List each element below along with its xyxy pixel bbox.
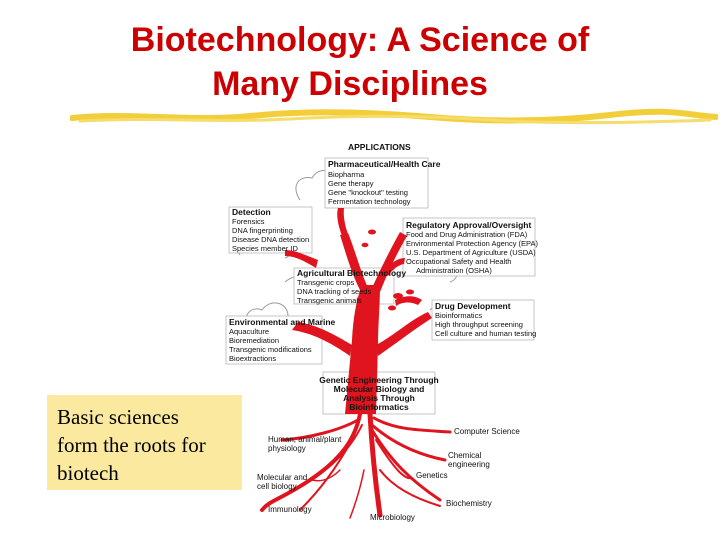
- detection-item: Species member ID: [232, 244, 298, 253]
- detection-heading: Detection: [232, 207, 271, 217]
- regulatory-item: Food and Drug Administration (FDA): [406, 230, 528, 239]
- regulatory-item: Administration (OSHA): [416, 266, 492, 275]
- environmental-item: Transgenic modifications: [229, 345, 312, 354]
- root-chemical-engineering: Chemical: [448, 451, 482, 460]
- callout-line-1: Basic sciences: [57, 405, 179, 429]
- root-microbiology: Microbiology: [370, 513, 415, 522]
- callout-line-3: biotech: [57, 461, 119, 485]
- regulatory-heading: Regulatory Approval/Oversight: [406, 220, 531, 230]
- root-molecular-cell-biology: Molecular and: [257, 473, 307, 482]
- slide-title-line-2: Many Disciplines: [212, 65, 488, 103]
- agricultural-item: DNA tracking of seeds: [297, 287, 371, 296]
- regulatory-item: U.S. Department of Agriculture (USDA): [406, 248, 536, 257]
- regulatory-item: Occupational Safety and Health: [406, 257, 511, 266]
- pharma-heading: Pharmaceutical/Health Care: [328, 159, 441, 169]
- drug-item: High throughput screening: [435, 320, 523, 329]
- applications-header: APPLICATIONS: [348, 142, 411, 152]
- drug-heading: Drug Development: [435, 301, 511, 311]
- root-computer-science: Computer Science: [454, 427, 520, 436]
- trunk-label-line-4: Bioinformatics: [349, 402, 409, 412]
- environmental-heading: Environmental and Marine: [229, 317, 336, 327]
- trunk-label-line-2: Molecular Biology and: [334, 384, 425, 394]
- detection-item: Disease DNA detection: [232, 235, 309, 244]
- callout-line-2: form the roots for: [57, 433, 206, 457]
- pharma-item: Fermentation technology: [328, 197, 411, 206]
- pharma-item: Gene "knockout" testing: [328, 188, 408, 197]
- root-chemical-engineering-2: engineering: [448, 460, 490, 469]
- root-immunology: Immunology: [268, 505, 312, 514]
- agricultural-heading: Agricultural Biotechnology: [297, 268, 406, 278]
- environmental-item: Bioremediation: [229, 336, 279, 345]
- slide-title: Biotechnology: A Science of Many Discipl…: [0, 18, 720, 106]
- detection-item: Forensics: [232, 217, 265, 226]
- slide-title-line-1: Biotechnology: A Science of: [130, 21, 590, 59]
- root-human-physiology-2: physiology: [268, 444, 306, 453]
- agricultural-item: Transgenic crops: [297, 278, 354, 287]
- regulatory-item: Environmental Protection Agency (EPA): [406, 239, 539, 248]
- pharma-item: Biopharma: [328, 170, 365, 179]
- trunk-label-line-1: Genetic Engineering Through: [319, 375, 438, 385]
- drug-item: Bioinformatics: [435, 311, 482, 320]
- detection-item: DNA fingerprinting: [232, 226, 293, 235]
- agricultural-item: Transgenic animals: [297, 296, 362, 305]
- trunk-label-line-3: Analysis Through: [343, 393, 415, 403]
- root-human-physiology: Human, animal/plant: [268, 435, 342, 444]
- root-molecular-cell-biology-2: cell biology: [257, 482, 297, 491]
- pharma-item: Gene therapy: [328, 179, 374, 188]
- environmental-item: Aquaculture: [229, 327, 269, 336]
- root-genetics: Genetics: [416, 471, 448, 480]
- environmental-item: Bioextractions: [229, 354, 276, 363]
- root-biochemistry: Biochemistry: [446, 499, 492, 508]
- callout-box: Basic sciences form the roots for biotec…: [47, 395, 242, 490]
- drug-item: Cell culture and human testing: [435, 329, 536, 338]
- title-underline-scribble: [70, 108, 718, 125]
